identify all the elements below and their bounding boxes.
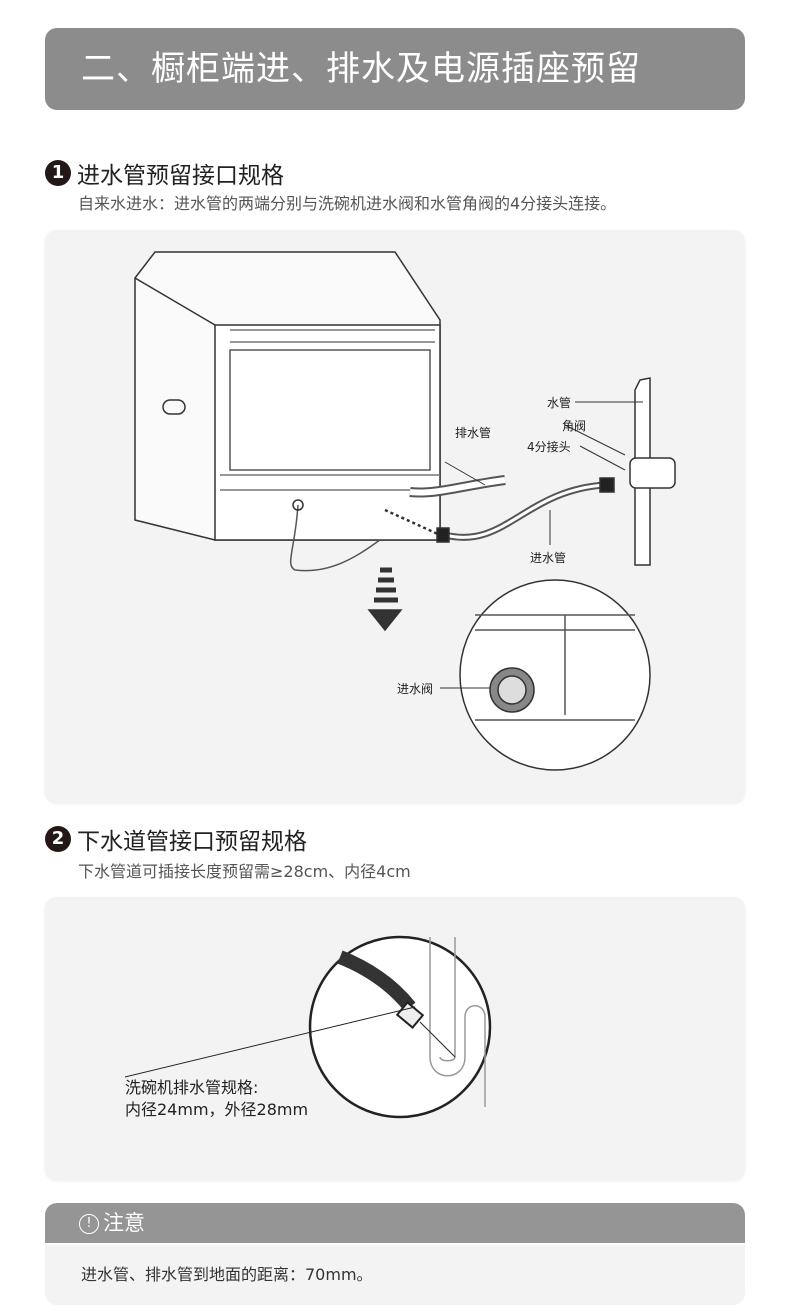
label-angle-valve: 角阀 <box>562 419 587 433</box>
page-header: 二、橱柜端进、排水及电源插座预留 <box>45 28 745 110</box>
section2-description: 下水管道可插接长度预留需≥28cm、内径4cm <box>78 862 411 881</box>
notice-header: !注意 <box>45 1203 745 1243</box>
spec-title: 洗碗机排水管规格: <box>125 1078 259 1097</box>
drain-illustration-panel: 洗碗机排水管规格: 内径24mm，外径28mm <box>45 897 745 1180</box>
section1-heading: 1 进水管预留接口规格 <box>45 156 284 190</box>
drain-hose-spec: 洗碗机排水管规格: 内径24mm，外径28mm <box>125 1077 308 1121</box>
label-inlet-valve: 进水阀 <box>397 682 434 696</box>
section2-title: 下水道管接口预留规格 <box>77 829 307 855</box>
label-drain-hose: 排水管 <box>455 426 492 440</box>
section-number-badge: 2 <box>45 826 71 852</box>
dishwasher-inlet-diagram <box>134 251 676 771</box>
inlet-illustration-panel: 水管 角阀 4分接头 排水管 进水管 进水阀 <box>45 230 745 803</box>
spec-value: 内径24mm，外径28mm <box>125 1100 309 1119</box>
label-connector: 4分接头 <box>527 440 571 454</box>
notice-title: 注意 <box>103 1211 145 1235</box>
notice-text: 进水管、排水管到地面的距离：70mm。 <box>45 1245 745 1305</box>
exclamation-circle-icon: ! <box>79 1214 99 1234</box>
label-inlet-hose: 进水管 <box>530 551 567 565</box>
section-number-badge: 1 <box>45 160 71 186</box>
section1-description: 自来水进水：进水管的两端分别与洗碗机进水阀和水管角阀的4分接头连接。 <box>78 194 617 213</box>
drain-pipe-diagram <box>124 935 492 1119</box>
label-water-pipe: 水管 <box>547 396 572 410</box>
section2-heading: 2 下水道管接口预留规格 <box>45 822 307 856</box>
section1-title: 进水管预留接口规格 <box>77 163 284 189</box>
